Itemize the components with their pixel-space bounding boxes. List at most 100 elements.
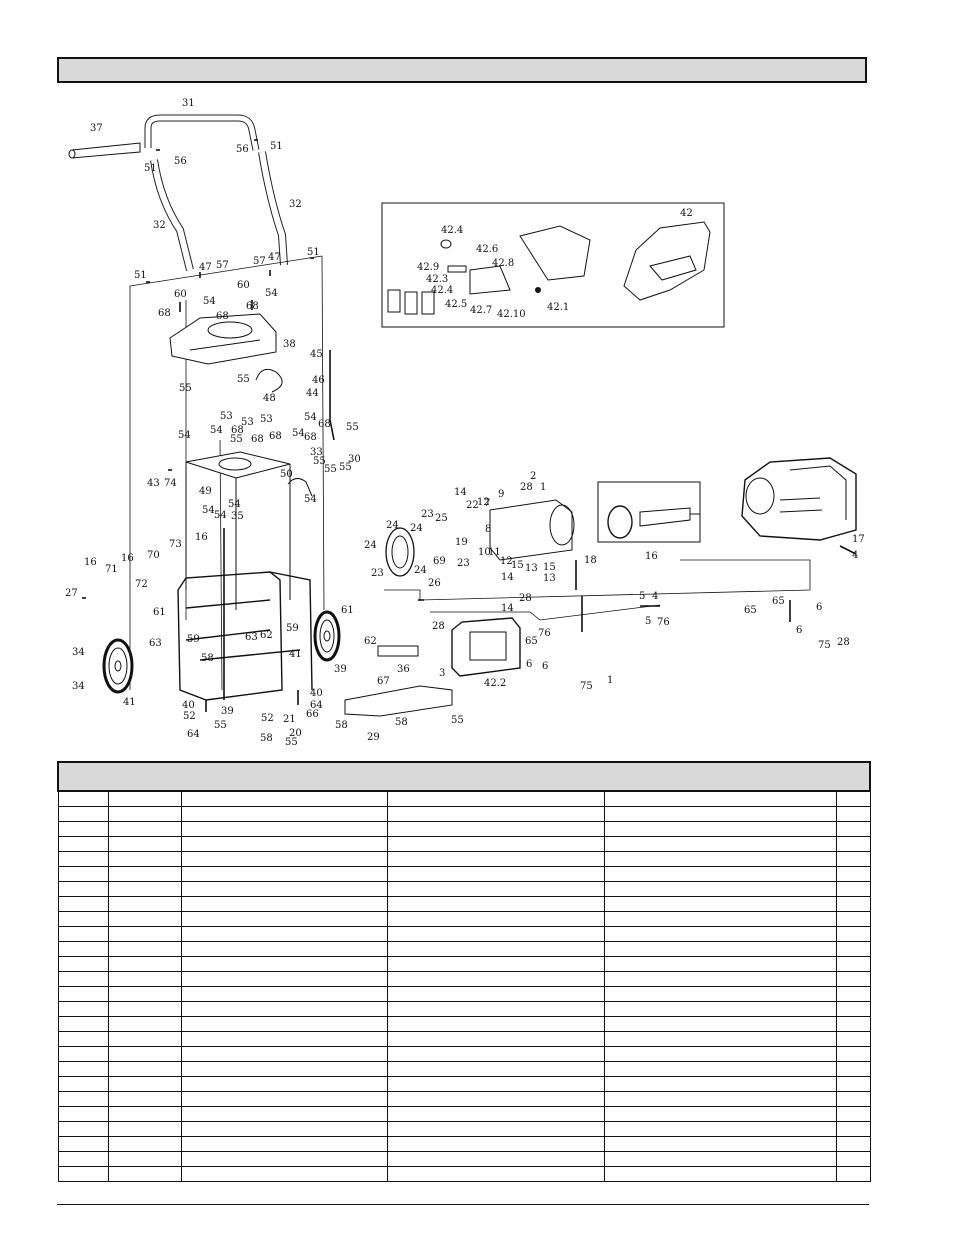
table-cell (180, 1001, 388, 1017)
callout-2: 28 (519, 593, 532, 604)
table-cell (835, 1031, 871, 1047)
callout-30: 50 (280, 469, 293, 480)
callout-55: 67 (377, 676, 390, 687)
table-cell (180, 866, 388, 882)
callout-46: 46 (312, 375, 325, 386)
table-row (57, 971, 871, 987)
callout-40: 52 (183, 711, 196, 722)
callout-58: 29 (367, 732, 380, 743)
table-cell (57, 1121, 109, 1137)
callout-53: 53 (241, 417, 254, 428)
table-row (57, 881, 871, 897)
table-cell (107, 836, 182, 852)
callout-24: 23 (421, 509, 434, 520)
table-cell (180, 956, 388, 972)
callout-72: 27 (65, 588, 78, 599)
table-cell (386, 1166, 605, 1182)
callout-28: 14 (501, 572, 514, 583)
table-cell (107, 1106, 182, 1122)
callout-28: 3 (439, 668, 445, 679)
callout-4: 5 (645, 616, 651, 627)
table-cell (386, 881, 605, 897)
callout-52: 64 (187, 729, 200, 740)
table-cell (107, 1151, 182, 1167)
callout-54: 54 (304, 412, 317, 423)
callout-11: 12 (500, 556, 513, 567)
callout-68: 68 (318, 419, 331, 430)
table-cell (180, 896, 388, 912)
table-cell (107, 1001, 182, 1017)
table-cell (603, 926, 837, 942)
table-row (57, 956, 871, 972)
callout-42-6: 42.8 (492, 258, 514, 269)
table-row (57, 1076, 871, 1092)
side-panel-drawing (344, 685, 453, 717)
table-cell (57, 1106, 109, 1122)
callout-17: 4 (852, 550, 858, 561)
table-row (57, 1166, 871, 1182)
table-row (57, 1091, 871, 1107)
table-cell (57, 1016, 109, 1032)
callout-55: 30 (348, 454, 361, 465)
callout-28: 28 (432, 621, 445, 632)
callout-23: 24 (410, 523, 423, 534)
table-cell (835, 881, 871, 897)
table-cell (835, 1076, 871, 1092)
callout-66: 52 (261, 713, 274, 724)
table-row (57, 1136, 871, 1152)
callout-55: 55 (179, 383, 192, 394)
control-panel-parts-drawing (387, 221, 711, 315)
table-cell (603, 836, 837, 852)
table-cell (603, 866, 837, 882)
callout-6: 75 (818, 640, 831, 651)
callout-23: 25 (435, 513, 448, 524)
table-cell (180, 926, 388, 942)
table-cell (386, 1061, 605, 1077)
callout-60: 60 (174, 289, 187, 300)
table-cell (386, 896, 605, 912)
callout-19: 14 (454, 487, 467, 498)
table-cell (835, 1166, 871, 1182)
callout-6: 6 (542, 661, 548, 672)
table-cell (180, 806, 388, 822)
table-cell (835, 986, 871, 1002)
table-row (57, 1046, 871, 1062)
callout-69: 26 (428, 578, 441, 589)
table-cell (107, 1061, 182, 1077)
fan-cover-drawing (385, 527, 415, 577)
table-cell (835, 1121, 871, 1137)
callout-3: 65 (525, 636, 538, 647)
table-cell (57, 1046, 109, 1062)
callout-24: 24 (364, 540, 377, 551)
table-cell (57, 881, 109, 897)
table-row (57, 1106, 871, 1122)
table-cell (57, 941, 109, 957)
table-cell (603, 1106, 837, 1122)
callout-65: 65 (772, 596, 785, 607)
callout-24: 69 (433, 556, 446, 567)
callout-42-9: 42.3 (426, 274, 448, 285)
table-cell (835, 1091, 871, 1107)
table-cell (57, 836, 109, 852)
table-cell (386, 1076, 605, 1092)
table-cell (603, 956, 837, 972)
table-row (57, 1016, 871, 1032)
callout-4: 5 (639, 591, 645, 602)
table-cell (107, 926, 182, 942)
table-cell (603, 1061, 837, 1077)
table-header-bar (56, 761, 872, 792)
table-cell (57, 911, 109, 927)
table-cell (180, 1166, 388, 1182)
table-cell (835, 1136, 871, 1152)
table-cell (603, 1166, 837, 1182)
callout-55: 55 (230, 434, 243, 445)
callout-34: 62 (364, 636, 377, 647)
engine-drawing (741, 457, 857, 541)
callout-29: 58 (395, 717, 408, 728)
table-cell (386, 926, 605, 942)
table-cell (603, 1016, 837, 1032)
callout-68: 68 (158, 308, 171, 319)
callout-32: 32 (153, 220, 166, 231)
table-cell (835, 926, 871, 942)
stator-rotor-box (597, 481, 701, 543)
